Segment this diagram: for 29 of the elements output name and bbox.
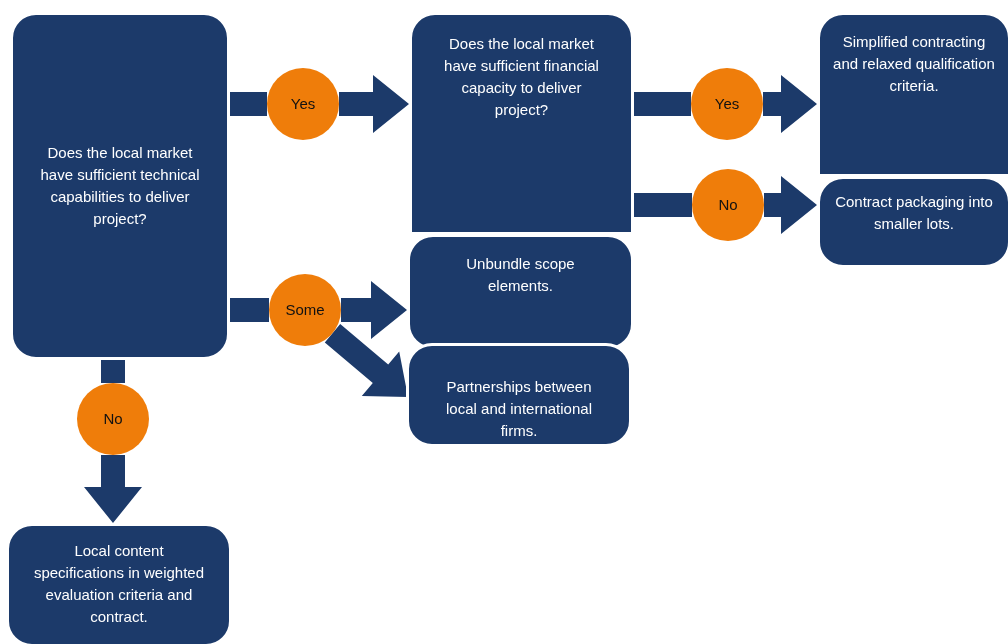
outcome-text: Unbundle scope elements. [465, 254, 576, 296]
block-arrow [764, 176, 817, 234]
connector-bar [230, 298, 269, 322]
outcome-text: Contract packaging into smaller lots. [834, 192, 994, 234]
answer-label: No [103, 409, 123, 429]
answer-label: Some [285, 300, 325, 320]
outcome-text: Simplified contracting and relaxed qualification criteria. [832, 32, 996, 96]
connector-bar [230, 92, 267, 116]
question-text: Does the local market have sufficient financial capacity to deliver project? [443, 34, 600, 120]
block-arrow [339, 75, 409, 133]
answer-label: Yes [714, 94, 740, 114]
outcome-box [6, 523, 232, 644]
block-arrow [324, 324, 408, 397]
answer-label: No [718, 195, 738, 215]
block-arrow [763, 75, 817, 133]
outcome-text: Local content specifications in weighted evaluation criteria and contract. [32, 541, 206, 627]
connector-bar [634, 193, 692, 217]
decision-box [409, 12, 634, 235]
outcome-text: Partnerships between local and international firms. [445, 377, 593, 441]
outcome-box [406, 343, 632, 447]
block-arrow [341, 281, 407, 339]
outcome-box [817, 12, 1008, 177]
block-arrow [84, 455, 142, 523]
outcome-box [817, 176, 1008, 268]
connector-bar [101, 360, 125, 383]
decision-box [10, 12, 230, 360]
connector-bar [634, 92, 691, 116]
question-text: Does the local market have sufficient technical capabilities to deliver project? [39, 143, 201, 229]
answer-label: Yes [290, 94, 316, 114]
